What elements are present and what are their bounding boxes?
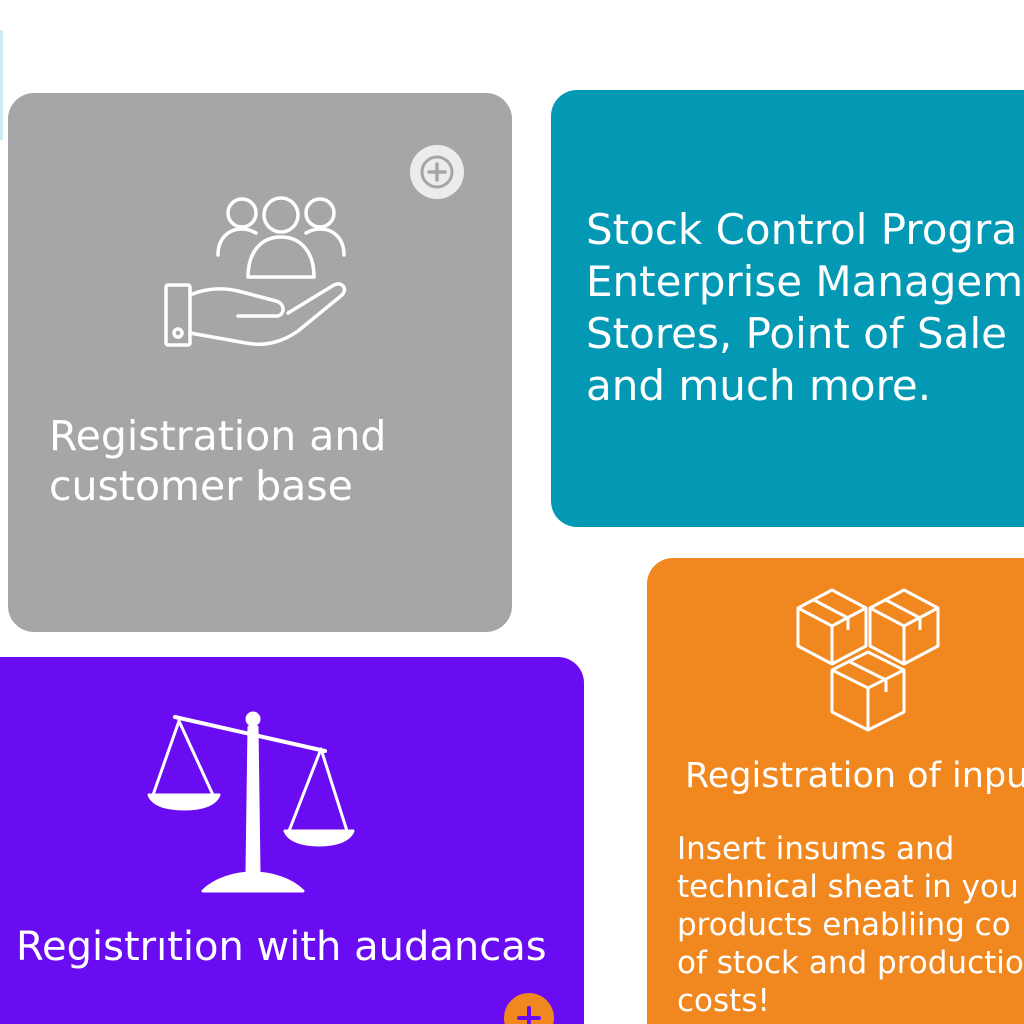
plus-icon <box>517 1006 541 1024</box>
plus-icon <box>420 155 454 189</box>
promo-card: Stock Control Progra Enterprise Managem … <box>551 90 1024 527</box>
customer-base-title: Registration and customer base <box>49 412 387 510</box>
audiences-title: Registrıtion with audancas <box>16 924 547 970</box>
expand-audiences-button[interactable] <box>504 993 554 1024</box>
inputs-card[interactable]: Registration of inpu Insert insums and t… <box>647 558 1024 1024</box>
customer-base-card[interactable]: Registration and customer base <box>8 93 512 632</box>
promo-text: Stock Control Progra Enterprise Managem … <box>586 205 1024 410</box>
boxes-icon <box>792 580 952 744</box>
expand-customer-button[interactable] <box>410 145 464 199</box>
scale-icon <box>145 711 365 905</box>
inputs-description: Insert insums and technical sheat in you… <box>677 831 1024 1019</box>
customer-care-icon <box>160 193 360 357</box>
inputs-title: Registration of inpu <box>685 756 1024 796</box>
audiences-card[interactable]: Registrıtion with audancas <box>0 657 584 1024</box>
edge-line <box>0 30 3 140</box>
